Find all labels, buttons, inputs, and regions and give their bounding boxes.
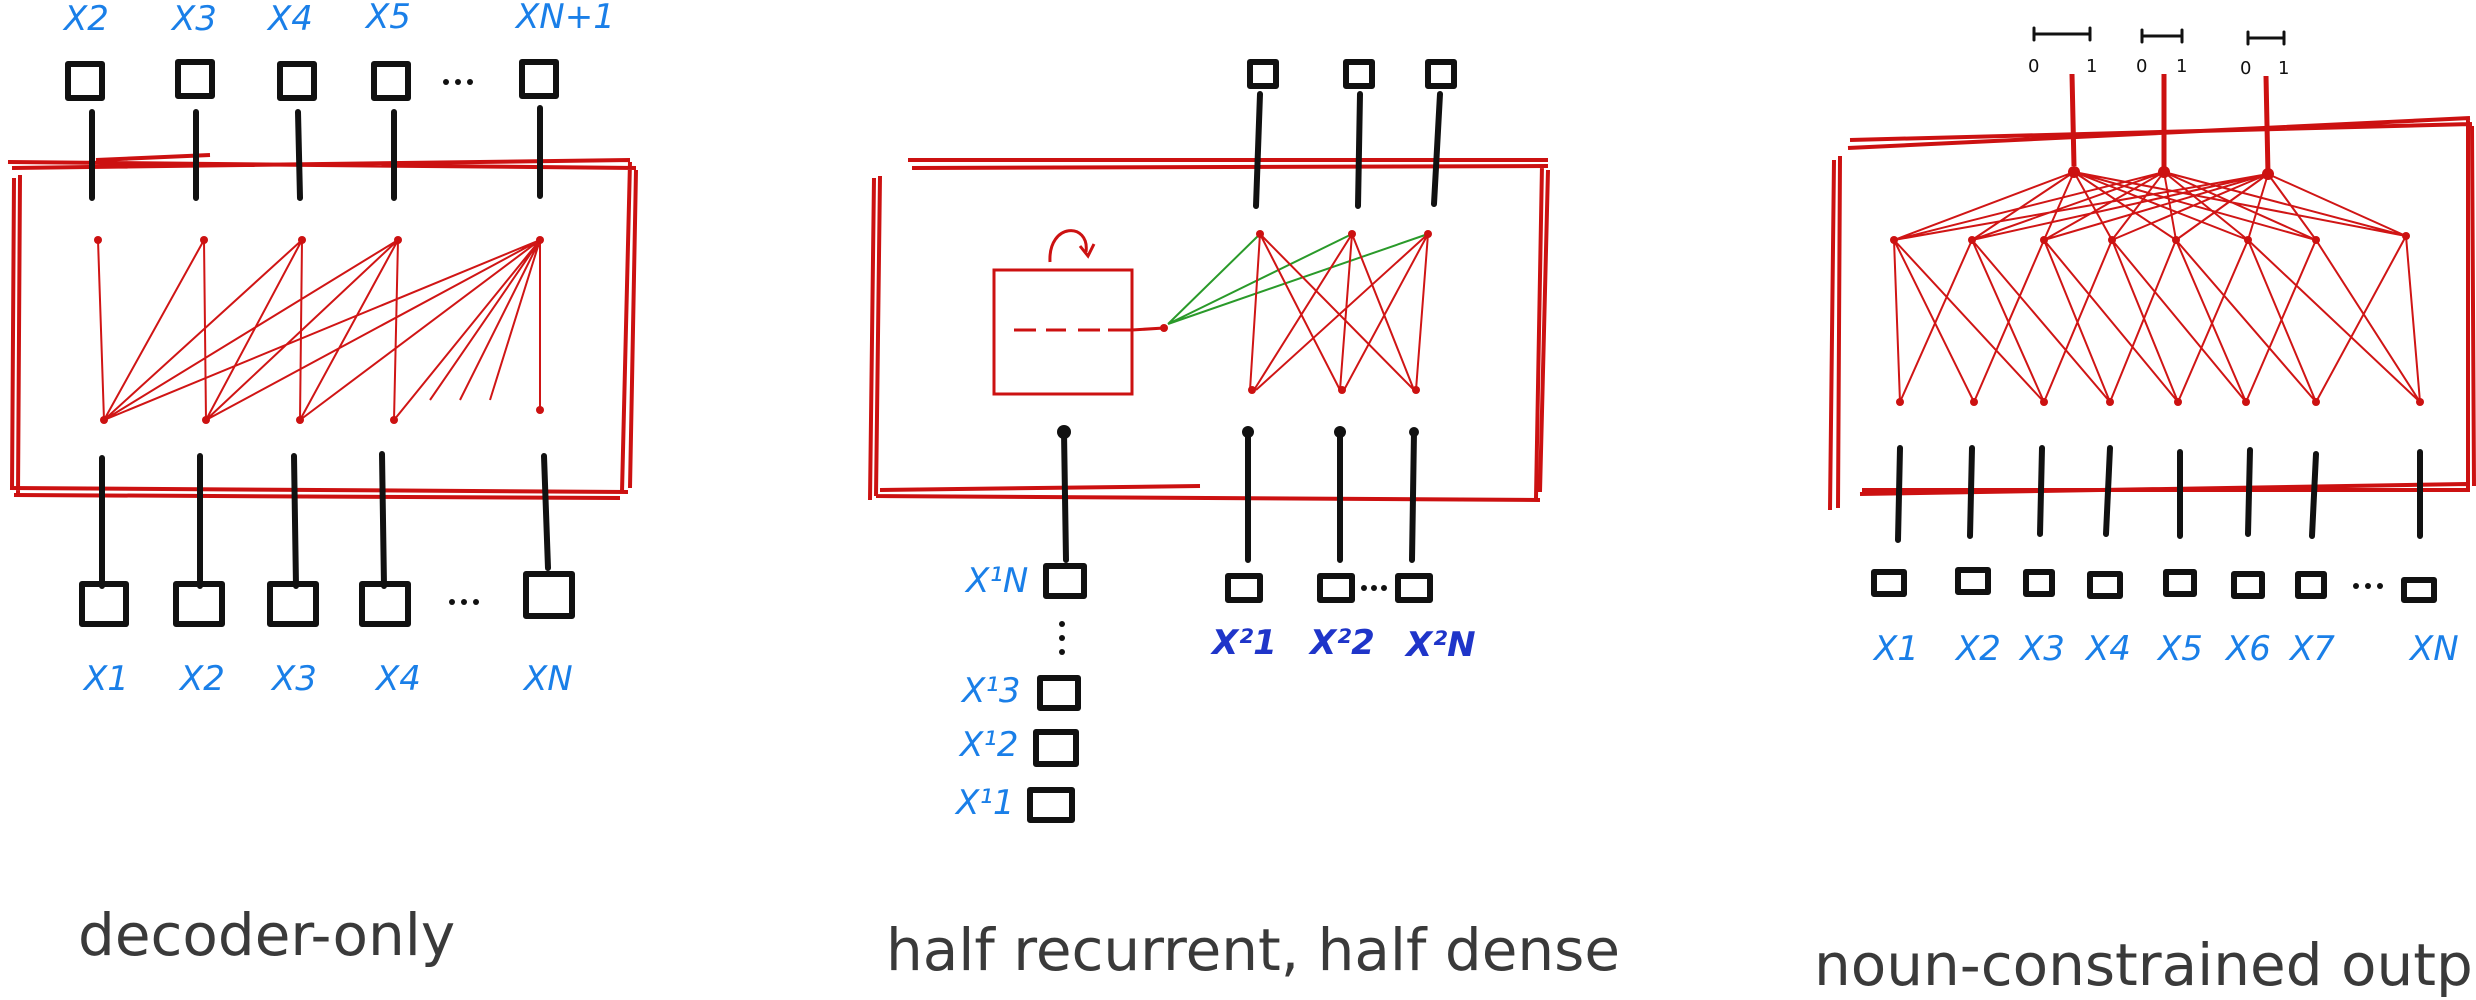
- input-square: [359, 581, 411, 627]
- ellipsis-icon: [1059, 621, 1065, 655]
- input-square: [1395, 573, 1433, 603]
- output-square: [519, 59, 559, 99]
- range-low-label: 0: [2028, 56, 2039, 77]
- dense-input-label: X²N: [1404, 625, 1476, 665]
- input-square: [173, 581, 225, 627]
- range-low-label: 0: [2240, 58, 2251, 79]
- output-square: [277, 61, 317, 101]
- input-square: [2087, 571, 2123, 599]
- dense-input-squares: [1225, 573, 1433, 603]
- hybrid-output-squares: [1247, 59, 1457, 89]
- range-high-label: 1: [2278, 58, 2289, 79]
- output-square: [371, 61, 411, 101]
- recurrent-input-squares: [1027, 563, 1087, 823]
- input-square: [1043, 563, 1087, 599]
- input-square: [79, 581, 129, 627]
- recurrent-input-label: X¹1: [954, 783, 1015, 823]
- output-square: [1425, 59, 1457, 89]
- input-square: [2231, 571, 2265, 599]
- input-label: X1: [82, 659, 129, 699]
- dense-input-label: X²2: [1308, 623, 1375, 663]
- recurrent-input-label: X¹3: [960, 671, 1021, 711]
- output-square: [175, 59, 215, 99]
- input-label: XN: [522, 659, 573, 699]
- output-label: X2: [62, 0, 109, 39]
- input-square: [1955, 567, 1991, 595]
- ellipsis-icon: [1361, 585, 1387, 591]
- panel-half-recurrent: X¹N X¹3 X¹2 X¹1 X²1 X²2 X²N half recurre…: [868, 59, 1620, 984]
- causal-attention-edges: [94, 236, 544, 424]
- input-label: X6: [2224, 629, 2271, 669]
- panel-caption: decoder-only: [78, 901, 455, 969]
- input-label: X3: [2018, 629, 2065, 669]
- constrained-input-squares: [1871, 567, 2437, 603]
- input-square: [1037, 675, 1081, 711]
- input-label: X2: [178, 659, 225, 699]
- panel-decoder-only: X2 X3 X4 X5 XN+1 X1 X2 X3 X4 XN decoder-…: [7, 0, 638, 969]
- range-low-label: 0: [2136, 56, 2147, 77]
- recurrent-loop-icon: [1048, 229, 1088, 263]
- output-label: XN+1: [514, 0, 615, 37]
- input-square: [1225, 573, 1263, 603]
- panel-caption: noun-constrained output: [1814, 931, 2476, 999]
- input-square: [1033, 729, 1079, 767]
- input-square: [2023, 569, 2055, 597]
- input-square: [1027, 787, 1075, 823]
- input-square: [2163, 569, 2197, 597]
- constrained-dense-edges: [1890, 166, 2424, 406]
- dense-input-label: X²1: [1210, 623, 1277, 663]
- decoder-network-frame: [7, 153, 638, 500]
- ellipsis-icon: [2353, 583, 2383, 589]
- output-label: X4: [266, 0, 313, 39]
- input-label: X3: [270, 659, 317, 699]
- ellipsis-icon: [449, 599, 479, 605]
- input-square: [1317, 573, 1355, 603]
- output-square: [1343, 59, 1375, 89]
- input-label: X7: [2288, 629, 2335, 669]
- output-square: [1247, 59, 1279, 89]
- output-label: X5: [364, 0, 411, 37]
- dense-edges: [1167, 230, 1432, 394]
- output-label: X3: [170, 0, 217, 39]
- input-square: [2401, 577, 2437, 603]
- input-label: X4: [2084, 629, 2131, 669]
- input-square: [2295, 571, 2327, 599]
- decoder-input-squares: [79, 571, 575, 627]
- panel-caption: half recurrent, half dense: [886, 916, 1620, 984]
- ellipsis-icon: [443, 79, 473, 85]
- hybrid-network-frame: [868, 158, 1550, 502]
- input-label: X1: [1872, 629, 1919, 669]
- range-high-label: 1: [2176, 56, 2187, 77]
- input-label: X4: [374, 659, 421, 699]
- recurrent-input-label: X¹2: [958, 725, 1019, 765]
- decoder-output-squares: [65, 59, 559, 101]
- input-square: [523, 571, 575, 619]
- input-label: XN: [2408, 629, 2459, 669]
- range-high-label: 1: [2086, 56, 2097, 77]
- input-square: [1871, 569, 1907, 597]
- panel-noun-constrained: 0 1 0 1 0 1: [1814, 26, 2476, 999]
- output-range-brackets: [2032, 26, 2286, 46]
- recurrent-cell: [992, 268, 1134, 396]
- input-label: X5: [2156, 629, 2203, 669]
- output-square: [65, 61, 105, 101]
- constrained-network-frame: [1828, 116, 2476, 511]
- input-square: [267, 581, 319, 627]
- recurrent-input-label: X¹N: [964, 561, 1028, 601]
- input-label: X2: [1954, 629, 2001, 669]
